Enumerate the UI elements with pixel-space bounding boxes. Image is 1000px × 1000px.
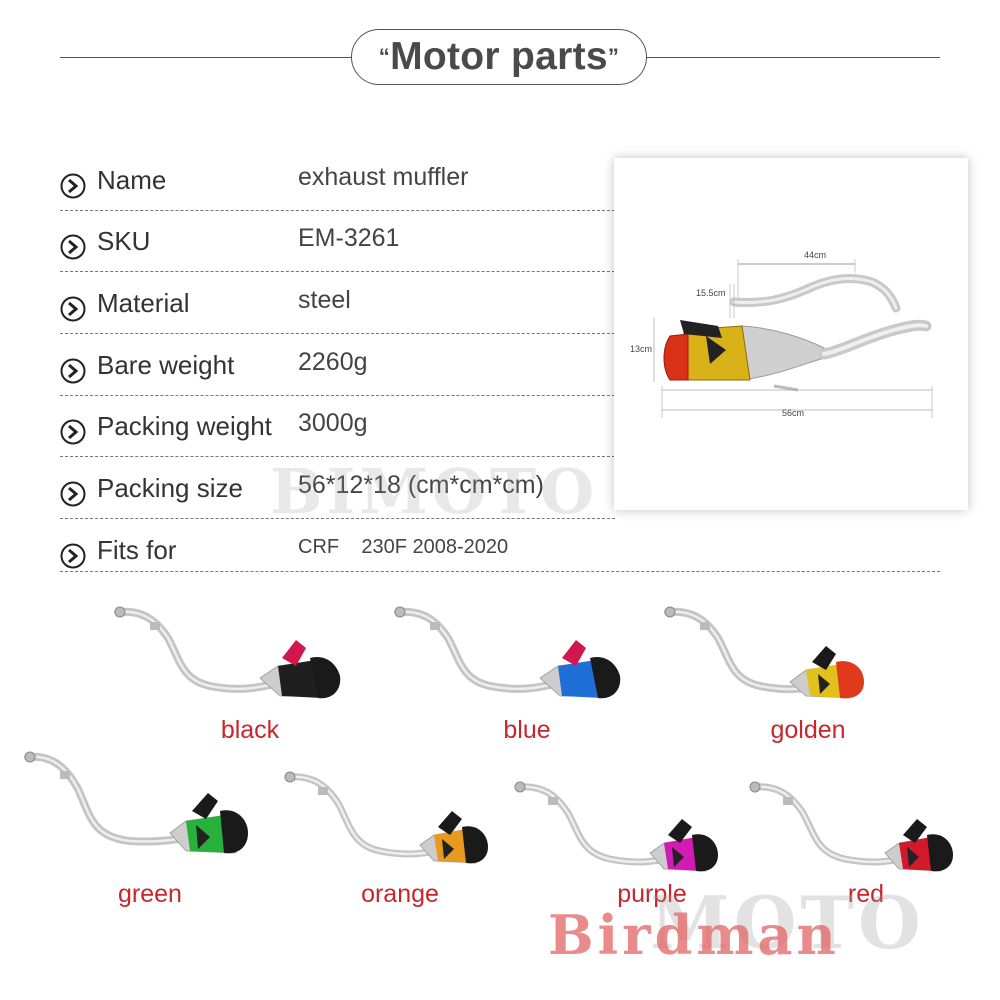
- spec-value: exhaust muffler: [298, 163, 469, 191]
- dimension-length-top: 44cm: [804, 250, 827, 260]
- exhaust-dimension-drawing: [653, 259, 933, 418]
- spec-row-packing-size: Packing size 56*12*18 (cm*cm*cm): [60, 471, 615, 533]
- spec-value: steel: [298, 286, 351, 314]
- brand-watermark: Birdman: [548, 903, 840, 967]
- variant-label-golden: golden: [770, 716, 846, 744]
- circle-chevron-icon: [60, 481, 86, 507]
- title-open-quote: “: [378, 44, 391, 69]
- spec-label: Fits for: [97, 535, 177, 565]
- moto-watermark: MOTO: [650, 880, 925, 965]
- spec-label: Material: [97, 288, 190, 318]
- spec-divider: [60, 395, 615, 396]
- spec-label: SKU: [97, 226, 151, 256]
- variant-red-image: [745, 775, 975, 885]
- spec-label: Bare weight: [97, 350, 235, 380]
- product-dimension-photo: 44cm 15.5cm 13cm 56cm: [614, 158, 968, 510]
- title-text: Motor parts: [390, 35, 608, 78]
- page-title: “ Motor parts ”: [351, 29, 647, 85]
- circle-chevron-icon: [60, 173, 86, 199]
- spec-row-bare-weight: Bare weight 2260g: [60, 348, 615, 410]
- muffler-sleeve: [899, 837, 937, 871]
- muffler-sleeve: [434, 829, 472, 863]
- spec-value: 3000g: [298, 409, 368, 437]
- circle-chevron-icon: [60, 296, 86, 322]
- circle-chevron-icon: [60, 543, 86, 569]
- circle-chevron-icon: [60, 358, 86, 384]
- dimension-length-total: 56cm: [782, 408, 805, 418]
- spec-row-material: Material steel: [60, 286, 615, 348]
- circle-chevron-icon: [60, 419, 86, 445]
- variant-label-purple: purple: [617, 880, 687, 908]
- variant-orange-image: [280, 765, 510, 880]
- variant-golden-image: [660, 600, 910, 710]
- spec-value: EM-3261: [298, 224, 400, 252]
- spec-row-fits-for: Fits for CRF 230F 2008-2020: [60, 533, 940, 595]
- variant-blue-image: [390, 600, 640, 710]
- spec-divider: [60, 333, 615, 334]
- title-divider-left: [60, 57, 352, 58]
- spec-label: Packing size: [97, 473, 243, 503]
- muffler-sleeve: [558, 660, 602, 698]
- spec-divider: [60, 518, 615, 519]
- spec-divider: [60, 571, 940, 572]
- dimension-height-pipe: 15.5cm: [696, 288, 726, 298]
- variant-label-black: black: [220, 716, 280, 744]
- variant-purple-image: [510, 775, 740, 885]
- variant-green-image: [20, 745, 270, 875]
- dimension-height-muffler: 13cm: [630, 344, 653, 354]
- spec-value: 56*12*18 (cm*cm*cm): [298, 471, 544, 499]
- spec-value: CRF 230F 2008-2020: [298, 536, 509, 558]
- variant-label-red: red: [847, 880, 885, 908]
- spec-divider: [60, 210, 615, 211]
- muffler-sleeve: [186, 815, 230, 853]
- spec-row-packing-weight: Packing weight 3000g: [60, 409, 615, 471]
- muffler-sleeve: [664, 837, 702, 871]
- variant-label-blue: blue: [503, 716, 551, 744]
- variant-label-orange: orange: [361, 880, 439, 908]
- title-divider-right: [646, 57, 940, 58]
- spec-label: Name: [97, 165, 167, 195]
- muffler-sleeve: [278, 660, 322, 698]
- spec-divider: [60, 456, 615, 457]
- spec-row-sku: SKU EM-3261: [60, 224, 615, 286]
- spec-value: 2260g: [298, 348, 368, 376]
- title-close-quote: ”: [607, 44, 620, 69]
- spec-row-name: Name exhaust muffler: [60, 163, 615, 225]
- variant-label-green: green: [118, 880, 182, 908]
- center-watermark: BIMOTO: [270, 455, 599, 528]
- spec-divider: [60, 271, 615, 272]
- circle-chevron-icon: [60, 234, 86, 260]
- spec-label: Packing weight: [97, 411, 272, 441]
- variant-black-image: [110, 600, 360, 710]
